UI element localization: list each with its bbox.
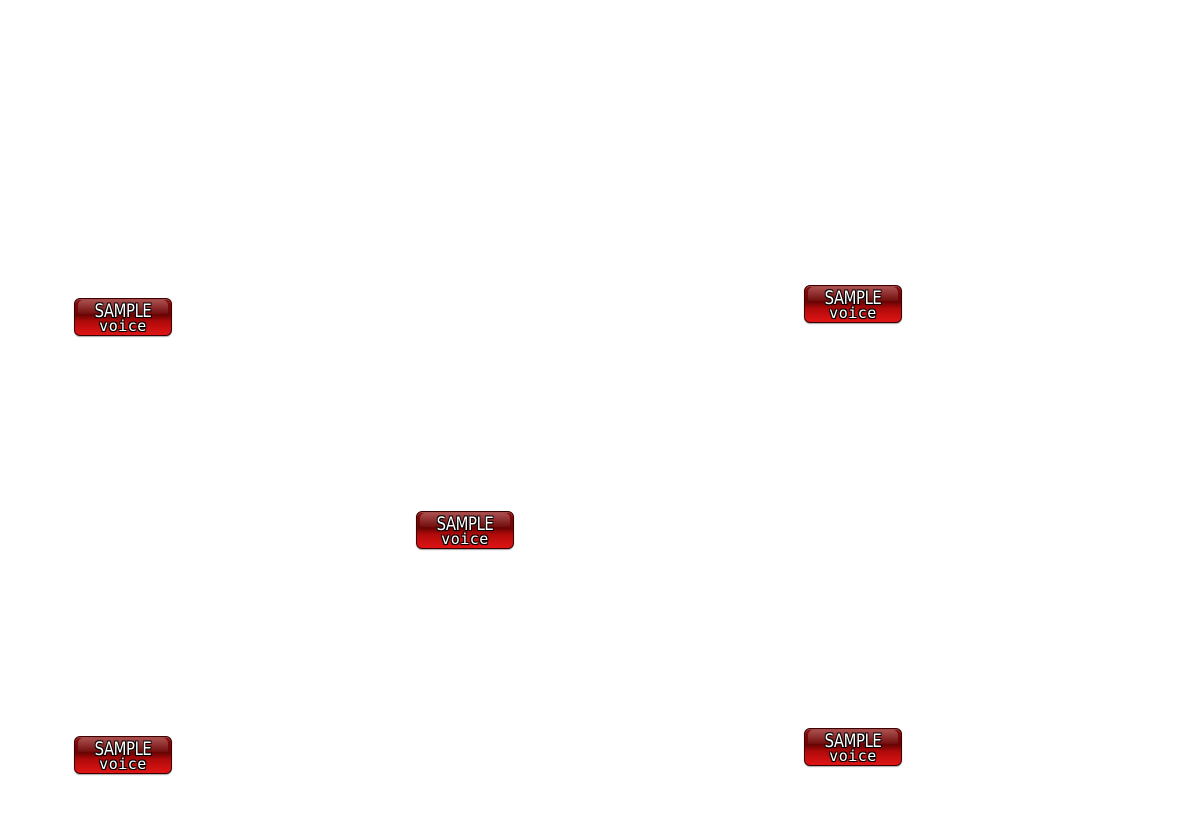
sample-voice-label-bottom: voice (829, 304, 877, 322)
sample-voice-label-bottom: voice (99, 755, 147, 773)
sample-voice-button-4[interactable]: SAMPLE voice (74, 736, 172, 774)
sample-voice-label-top: SAMPLE (94, 300, 152, 322)
sample-voice-button-3[interactable]: SAMPLE voice (416, 511, 514, 549)
sample-voice-label-top: SAMPLE (436, 513, 494, 535)
sample-voice-label-bottom: voice (99, 317, 147, 335)
sample-voice-label-top: SAMPLE (824, 287, 882, 309)
sample-voice-button-5[interactable]: SAMPLE voice (804, 728, 902, 766)
sample-voice-button-2[interactable]: SAMPLE voice (804, 285, 902, 323)
sample-voice-label-top: SAMPLE (824, 730, 882, 752)
sample-voice-label-bottom: voice (441, 530, 489, 548)
sample-voice-button-1[interactable]: SAMPLE voice (74, 298, 172, 336)
sample-voice-label-bottom: voice (829, 747, 877, 765)
sample-voice-label-top: SAMPLE (94, 738, 152, 760)
